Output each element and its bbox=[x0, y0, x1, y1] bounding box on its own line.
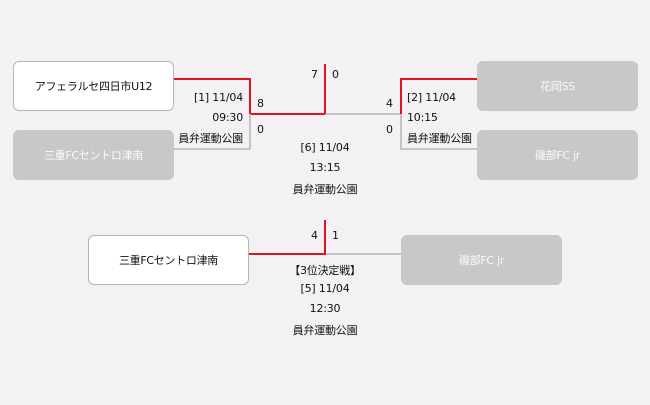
bracket-line bbox=[324, 220, 326, 255]
bracket-line bbox=[251, 113, 325, 115]
team-name: アフェラルセ四日市U12 bbox=[34, 80, 153, 93]
third-title: 【3位決定戦】 bbox=[289, 264, 361, 277]
team-third-left[interactable]: 三重FCセントロ津南 bbox=[88, 235, 249, 285]
final-score-left: 7 bbox=[311, 68, 318, 81]
team-name: 花岡SS bbox=[540, 80, 575, 93]
match1-score-bottom: 0 bbox=[257, 123, 264, 136]
match2-label: [2] 11/04 bbox=[407, 91, 456, 104]
bracket-line bbox=[249, 78, 251, 114]
bracket-line bbox=[400, 78, 402, 114]
final-venue: 員弁運動公園 bbox=[292, 183, 358, 196]
match2-score-top: 4 bbox=[386, 97, 393, 110]
team-sf2-bottom[interactable]: 磯部FC jr bbox=[477, 130, 638, 180]
bracket-line bbox=[249, 253, 325, 255]
final-time: 13:15 bbox=[309, 161, 341, 174]
final-label: [6] 11/04 bbox=[300, 141, 350, 154]
bracket-line bbox=[325, 113, 400, 115]
bracket-line bbox=[174, 148, 251, 150]
team-sf1-top[interactable]: アフェラルセ四日市U12 bbox=[13, 61, 174, 111]
match2-venue: 員弁運動公園 bbox=[407, 132, 472, 145]
team-sf1-bottom[interactable]: 三重FCセントロ津南 bbox=[13, 130, 174, 180]
final-score-right: 0 bbox=[332, 68, 339, 81]
bracket-line bbox=[324, 64, 326, 114]
bracket-line bbox=[400, 114, 402, 150]
team-name: 三重FCセントロ津南 bbox=[43, 149, 143, 162]
match1-label: [1] 11/04 bbox=[194, 91, 243, 104]
match2-score-bottom: 0 bbox=[386, 123, 393, 136]
team-name: 磯部FC jr bbox=[459, 254, 504, 267]
third-score-left: 4 bbox=[311, 229, 318, 242]
third-label: [5] 11/04 bbox=[300, 282, 350, 295]
team-sf2-top[interactable]: 花岡SS bbox=[477, 61, 638, 111]
match1-venue: 員弁運動公園 bbox=[178, 132, 243, 145]
match2-time: 10:15 bbox=[407, 111, 438, 124]
bracket-line bbox=[174, 78, 251, 80]
team-name: 三重FCセントロ津南 bbox=[118, 254, 218, 267]
bracket-line bbox=[400, 148, 477, 150]
bracket-line bbox=[249, 114, 251, 150]
bracket-line bbox=[325, 253, 401, 255]
third-score-right: 1 bbox=[332, 229, 339, 242]
third-venue: 員弁運動公園 bbox=[292, 324, 358, 337]
bracket-line bbox=[400, 78, 477, 80]
third-time: 12:30 bbox=[309, 302, 341, 315]
match1-score-top: 8 bbox=[257, 97, 264, 110]
team-third-right[interactable]: 磯部FC jr bbox=[401, 235, 562, 285]
team-name: 磯部FC jr bbox=[535, 149, 580, 162]
match1-time: 09:30 bbox=[212, 111, 243, 124]
